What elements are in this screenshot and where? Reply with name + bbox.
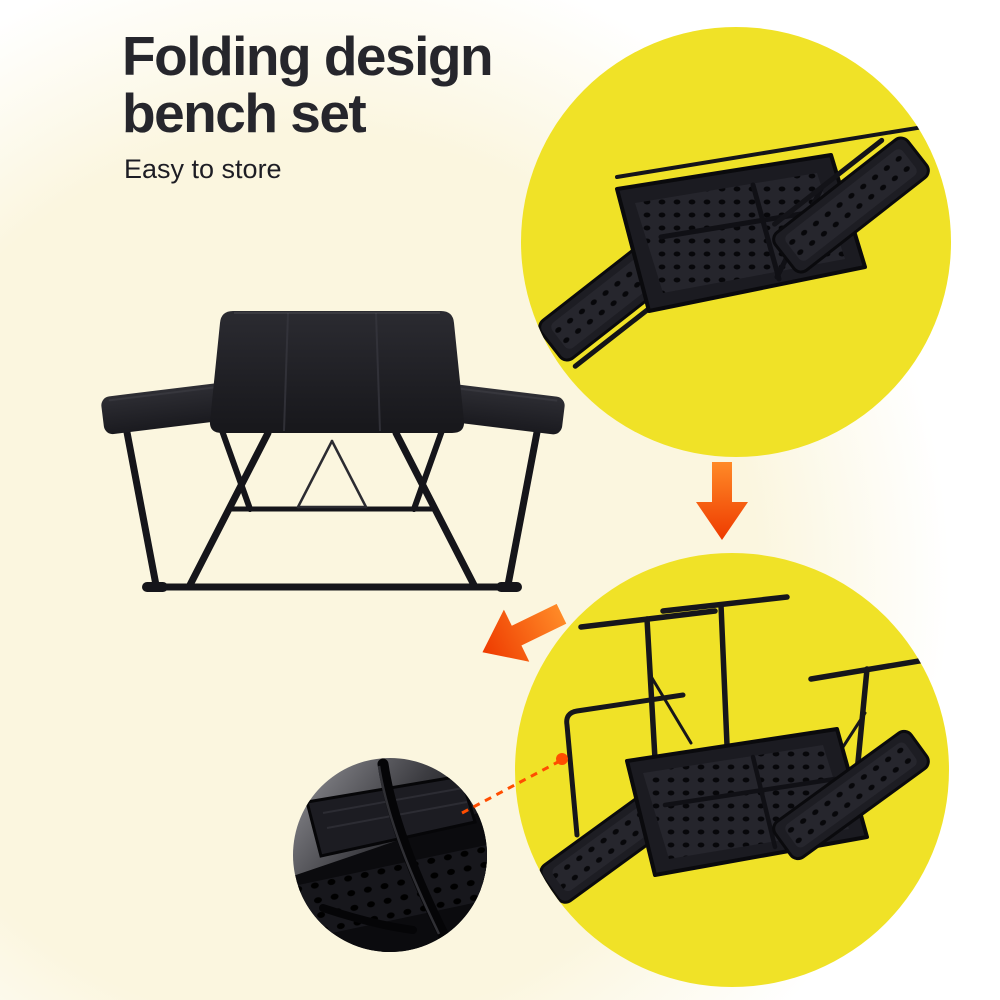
half-folded-figure xyxy=(515,553,949,987)
left-foot xyxy=(142,582,168,592)
right-foot xyxy=(496,582,522,592)
arrow-up-left-icon xyxy=(470,588,575,679)
subtitle: Easy to store xyxy=(124,154,282,185)
title-line1: Folding design xyxy=(122,25,494,87)
detail-connector-line xyxy=(461,753,568,815)
folded-flat-figure xyxy=(521,27,951,457)
mechanism-detail-figure xyxy=(293,758,487,952)
assembled-bench-illustration xyxy=(101,311,565,592)
mechanism-detail-illustration xyxy=(293,758,487,952)
page-title: Folding design bench set xyxy=(122,25,494,144)
table-frame xyxy=(122,422,542,591)
header: Folding design bench set Easy to store xyxy=(122,25,494,185)
connector-dot xyxy=(556,753,568,765)
folded-right-bench xyxy=(772,136,930,274)
half-folded-right-bench xyxy=(772,729,930,861)
unfolded-leg-frames xyxy=(564,594,934,838)
half-folded-illustration xyxy=(539,594,934,904)
assembled-product-figure xyxy=(92,295,572,625)
table-top xyxy=(209,311,465,433)
half-folded-table-top xyxy=(625,727,869,877)
left-bench-seat xyxy=(101,381,239,435)
arrow-down-icon xyxy=(696,462,748,540)
title-line2: bench set xyxy=(122,81,367,144)
folded-flat-illustration xyxy=(538,125,930,369)
